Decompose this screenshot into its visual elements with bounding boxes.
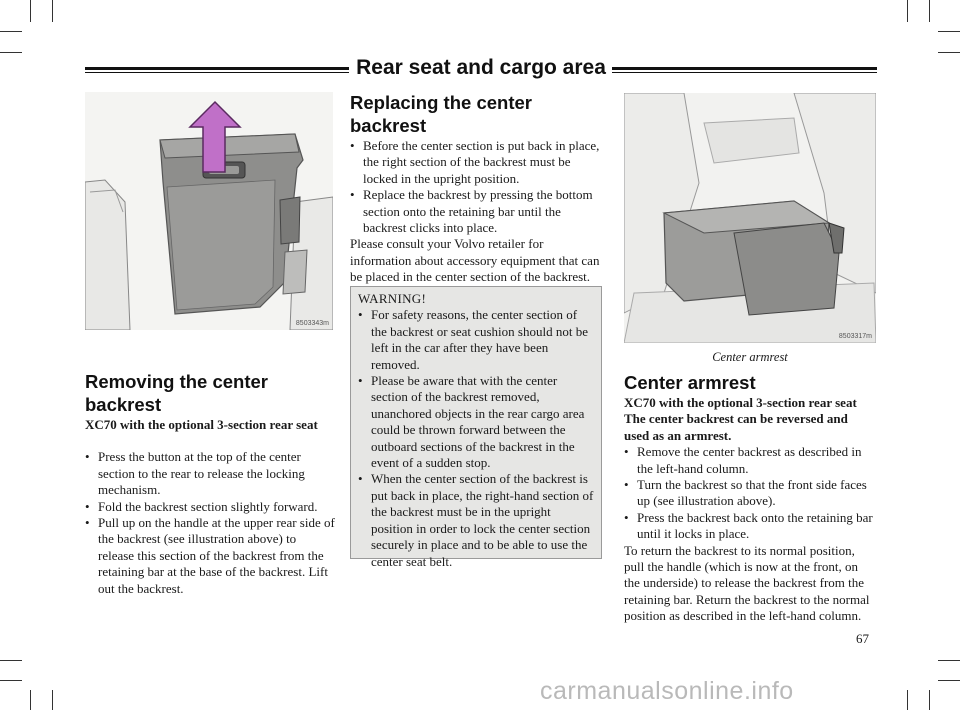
backrest-illustration: 8503343m (85, 92, 333, 330)
section-heading-center-armrest: Center armrest (624, 372, 756, 393)
crop-mark (938, 660, 960, 661)
header-rule-right-thin (612, 72, 877, 73)
figure-caption: Center armrest (712, 350, 788, 364)
figure-code: 8503343m (295, 320, 329, 327)
warning-title: WARNING! (358, 291, 427, 306)
warning-bullet-list: For safety reasons, the center section o… (358, 307, 595, 570)
middle-column-body: Before the center section is put back in… (350, 138, 602, 286)
section-heading-replacing: Replacing the center backrest (350, 91, 602, 137)
page-number: 67 (856, 631, 869, 646)
crop-mark (929, 690, 930, 710)
right-column-body: XC70 with the optional 3-section rear se… (624, 395, 876, 625)
bold-intro: The center backrest can be reversed and … (624, 411, 848, 443)
page-header-title: Rear seat and cargo area (356, 56, 606, 79)
subheading: XC70 with the optional 3-section rear se… (624, 395, 857, 410)
armrest-illustration: 8503317m (624, 93, 876, 343)
watermark: carmanualsonline.info (540, 677, 794, 705)
header-rule-left-thin (85, 72, 349, 73)
crop-mark (907, 690, 908, 710)
subheading: XC70 with the optional 3-section rear se… (85, 417, 318, 432)
paragraph: To return the backrest to its normal pos… (624, 542, 870, 624)
header-rule-right (612, 67, 877, 70)
bullet-list: Press the button at the top of the cente… (85, 449, 335, 597)
left-column-body: XC70 with the optional 3-section rear se… (85, 417, 335, 597)
list-item: Press the button at the top of the cente… (85, 449, 335, 498)
bullet-list: Remove the center backrest as described … (624, 444, 876, 542)
crop-mark (938, 680, 960, 681)
center-armrest-drawing (624, 93, 876, 343)
list-item: Turn the backrest so that the front side… (624, 477, 876, 510)
crop-mark (938, 52, 960, 53)
list-item: Before the center section is put back in… (350, 138, 602, 187)
crop-mark (30, 0, 31, 22)
crop-mark (30, 690, 31, 710)
list-item: Press the backrest back onto the retaini… (624, 510, 876, 543)
list-item: Remove the center backrest as described … (624, 444, 876, 477)
list-item: When the center section of the backrest … (358, 471, 595, 569)
crop-mark (0, 31, 22, 32)
bullet-list: Before the center section is put back in… (350, 138, 602, 236)
section-heading-removing: Removing the center backrest (85, 370, 335, 416)
backrest-removal-drawing (85, 92, 333, 330)
crop-mark (0, 680, 22, 681)
list-item: Fold the backrest section slightly forwa… (85, 499, 335, 516)
crop-mark (907, 0, 908, 22)
heading-line: Removing the center (85, 371, 268, 392)
list-item: For safety reasons, the center section o… (358, 307, 595, 373)
crop-mark (0, 52, 22, 53)
paragraph: Please consult your Volvo retailer for i… (350, 236, 600, 285)
crop-mark (929, 0, 930, 22)
heading-line: backrest (85, 394, 162, 415)
list-item: Replace the backrest by pressing the bot… (350, 187, 602, 236)
crop-mark (52, 690, 53, 710)
crop-mark (0, 660, 22, 661)
list-item: Pull up on the handle at the upper rear … (85, 515, 335, 597)
list-item: Please be aware that with the center sec… (358, 373, 595, 471)
figure-code: 8503317m (838, 333, 872, 340)
header-rule-left (85, 67, 349, 70)
crop-mark (938, 31, 960, 32)
warning-box: WARNING! For safety reasons, the center … (350, 286, 602, 569)
crop-mark (52, 0, 53, 22)
heading-line: backrest (350, 115, 427, 136)
heading-line: Replacing the center (350, 92, 532, 113)
